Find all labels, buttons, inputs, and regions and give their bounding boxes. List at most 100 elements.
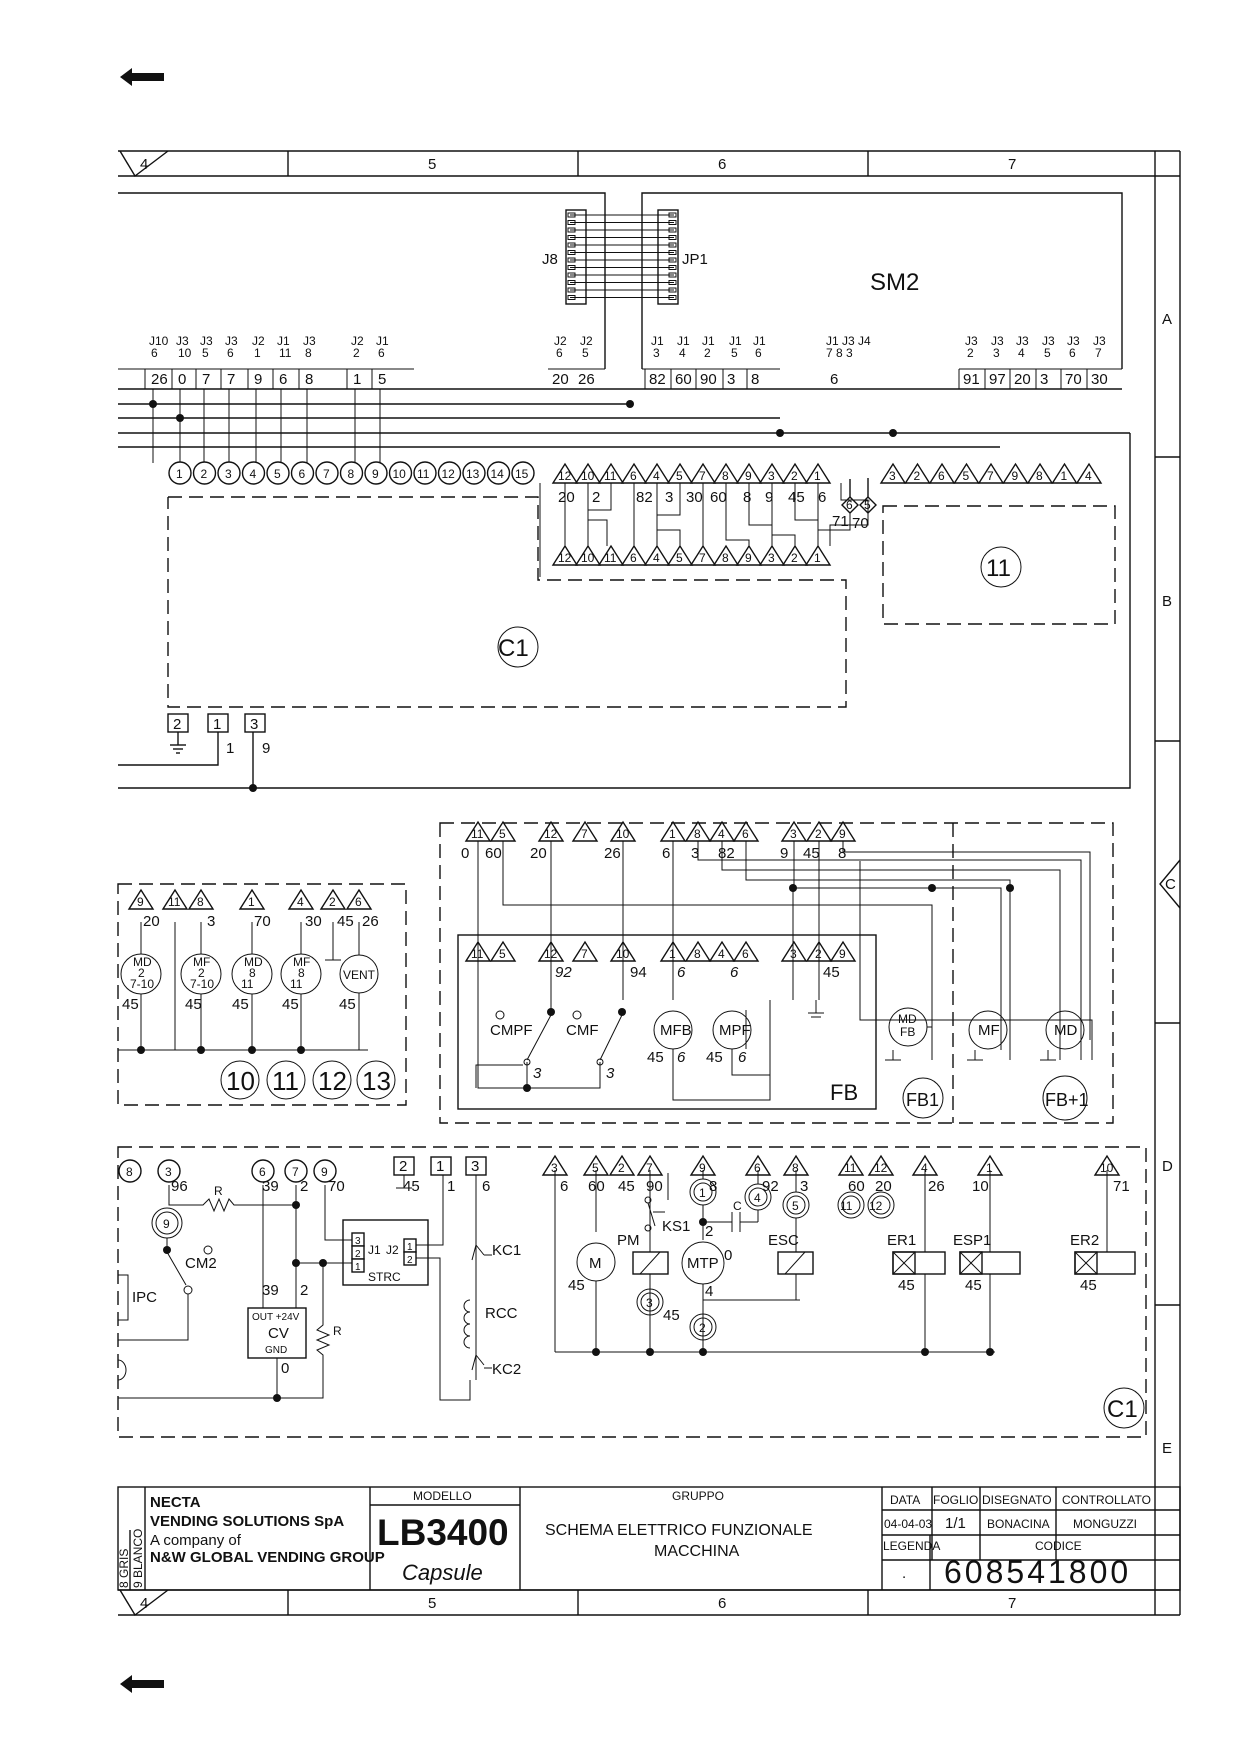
fb-top-tri: 2 (805, 820, 833, 842)
fb-top-tri: 12 (537, 820, 565, 842)
lm-motor-l2: 8 (249, 966, 256, 980)
terminal-tri-a-label: 9 (745, 469, 752, 483)
gnd-box-3: 3 (250, 716, 258, 733)
bot-tri-label: 8 (792, 1161, 799, 1175)
conn-name: J10 (149, 334, 169, 348)
terminal-tri-c-label: 9 (745, 551, 752, 565)
conn-name: J3 (965, 334, 978, 348)
bot-left-wire: 39 (262, 1178, 279, 1195)
company-line-4: N&W GLOBAL VENDING GROUP (150, 1549, 385, 1566)
mtp-wire-0: 0 (724, 1247, 732, 1264)
part-er2: ER2 (1070, 1232, 1099, 1249)
conn-wire: 90 (700, 371, 717, 388)
fb-top-tri: 10 (609, 820, 637, 842)
conn-pin: 6 (227, 346, 234, 360)
terminal-tri-b-label: 3 (889, 469, 896, 483)
lm-motor-l3: 7-10 (190, 977, 214, 991)
fb-inner-tri: 8 (684, 940, 712, 962)
lm-tri-shape (345, 888, 373, 910)
bot-tri-wire: 3 (800, 1178, 808, 1195)
company-line-2: VENDING SOLUTIONS SpA (150, 1513, 344, 1530)
fb-top-tri-label: 1 (669, 827, 676, 841)
terminal-tri-a-label: 8 (722, 469, 729, 483)
ipc-label: IPC (132, 1289, 157, 1306)
bot-num-circle-label: 5 (792, 1199, 799, 1213)
conn-name: J1 (753, 334, 766, 348)
terminal-tri-a: 2 (781, 462, 809, 484)
lm-wire: 26 (362, 913, 379, 930)
bot-circle-label: 9 (321, 1165, 328, 1179)
lm-tri: 9 (127, 888, 155, 910)
lm-wire: 20 (143, 913, 160, 930)
terminal-tri-b: 3 (879, 462, 907, 484)
fb-top-tri: 7 (571, 820, 599, 842)
bot-num-circle-label: 4 (754, 1191, 761, 1205)
fb1b-label: FB+1 (1045, 1090, 1089, 1110)
terminal-tri-c-label: 7 (699, 551, 706, 565)
fb-label: FB (830, 1080, 858, 1105)
disegnato-value: BONACINA (987, 1517, 1050, 1531)
motor-wire: 6 (677, 1049, 686, 1066)
motor-md-fb-label-2: FB (900, 1025, 915, 1039)
wire-2: 2 (592, 489, 600, 506)
terminal-circle-label: 9 (372, 467, 379, 481)
terminal-circle-label: 8 (348, 467, 355, 481)
terminal-tri-b-shape (953, 462, 980, 484)
ribbon-pin (668, 257, 677, 263)
bot-tri-wire: 8 (709, 1178, 717, 1195)
top-back-arrow-icon[interactable] (120, 68, 164, 86)
row-label-b: B (1162, 593, 1172, 610)
company-line-3: A company of (150, 1532, 242, 1549)
fb-top-tri: 6 (732, 820, 760, 842)
motor-wire: 45 (647, 1049, 664, 1066)
conn-wire: 20 (1014, 371, 1031, 388)
c1-label: C1 (498, 635, 529, 662)
side-label-2: 9 BLANCO (131, 1529, 145, 1588)
bot-tri-shape (867, 1154, 895, 1176)
wire-60: 60 (710, 489, 727, 506)
terminal-tri-b-label: 7 (987, 469, 994, 483)
conn-wire: 7 (202, 371, 210, 388)
terminal-tri-c-label: 8 (722, 551, 729, 565)
lm-tri-label: 2 (329, 895, 336, 909)
bot-tri-wire: 92 (762, 1178, 779, 1195)
conn-wire: 3 (727, 371, 735, 388)
bot-tri-wire: 6 (560, 1178, 568, 1195)
fb-inner-tri-label: 9 (839, 947, 846, 961)
bottom-back-arrow-icon[interactable] (120, 1675, 164, 1693)
lm-motor-l1: MF (193, 955, 210, 969)
cv-wire-bot: 0 (281, 1360, 289, 1377)
terminal-tri-b-shape (928, 462, 956, 484)
fb-top-tri-label: 11 (471, 827, 484, 841)
terminal-tri-c-label: 3 (768, 551, 775, 565)
terminal-tri-c-shape (758, 544, 786, 566)
lm-tri-label: 4 (297, 895, 304, 909)
terminal-tri-b-shape (977, 462, 1005, 484)
lm-motor-l2: 2 (138, 966, 145, 980)
terminal-tri-c-shape (551, 544, 579, 566)
fb-top-tri-shape (571, 820, 599, 842)
ribbon-pin (668, 280, 677, 285)
terminal-circle-label: 12 (442, 467, 456, 481)
conn-wire: 6 (830, 371, 838, 388)
bot-tri-wire: 71 (1113, 1178, 1130, 1195)
terminal-circle (168, 461, 192, 485)
part-er1: ER1 (887, 1232, 916, 1249)
bot-circle (157, 1159, 181, 1183)
wire-30: 30 (686, 489, 703, 506)
conn-pin: 8 (305, 346, 312, 360)
terminal-tri-b-label: 4 (1085, 469, 1092, 483)
lm-tri-label: 11 (168, 895, 181, 909)
fb-top-tri: 8 (684, 820, 712, 842)
terminal-tri-a: 7 (689, 462, 717, 484)
terminal-circle-label: 11 (417, 467, 430, 481)
fb-top-tri-label: 6 (742, 827, 749, 841)
terminal-tri-c-shape (574, 544, 602, 566)
terminal-tri-b: 6 (928, 462, 956, 484)
conn-name: J1 (277, 334, 290, 348)
terminal-circle (437, 461, 462, 485)
fb-inner-tri-label: 8 (694, 947, 701, 961)
c1-area (167, 483, 847, 708)
